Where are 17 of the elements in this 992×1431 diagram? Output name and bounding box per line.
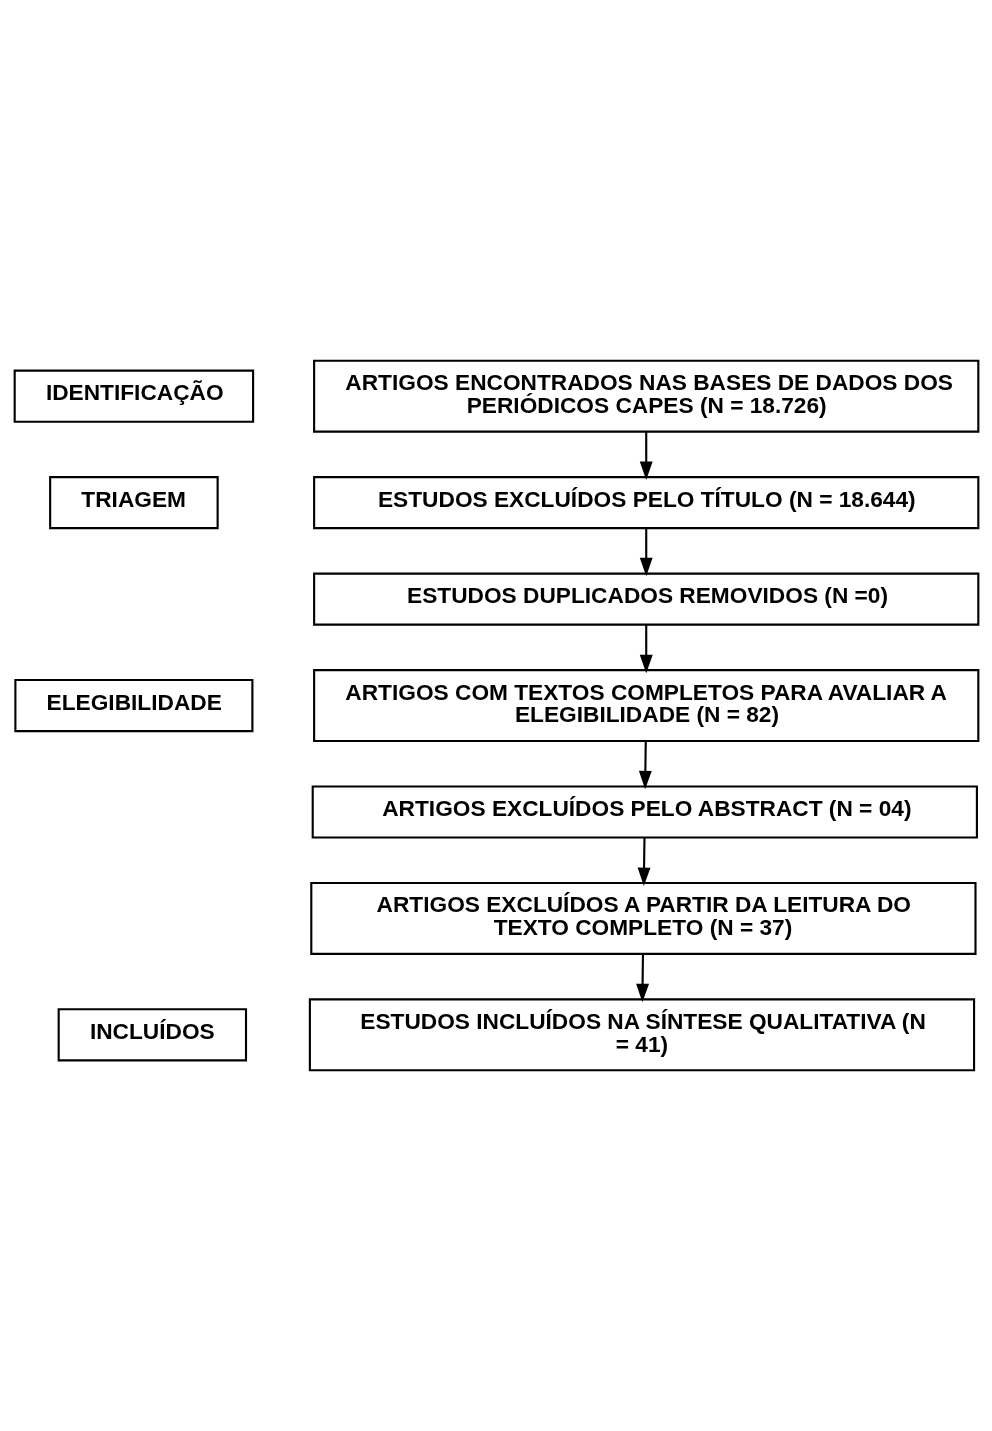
node-box: ESTUDOS INCLUÍDOS NA SÍNTESE QUALITATIVA (N = 41) [308, 998, 975, 1072]
arrow [639, 625, 653, 674]
node-box: ARTIGOS ENCONTRADOS NAS BASES DE DADOS DOS PERIÓDICOS CAPES (N = 18.726) [312, 359, 979, 433]
node-box: TRIAGEM [48, 476, 219, 530]
arrow [635, 953, 649, 1003]
node-box: ESTUDOS DUPLICADOS REMOVIDOS (N =0) [312, 572, 979, 626]
node-box: ARTIGOS EXCLUÍDOS PELO ABSTRACT (N = 04) [311, 785, 978, 839]
node-box: ARTIGOS COM TEXTOS COMPLETOS PARA AVALIAR A ELEGIBILIDADE (N = 82) [312, 669, 979, 743]
node-box: ARTIGOS EXCLUÍDOS A PARTIR DA LEITURA DO TEXTO COMPLETO (N = 37) [309, 881, 977, 955]
arrow [639, 528, 653, 577]
node-box: INCLUÍDOS [57, 1008, 247, 1062]
node-box: ESTUDOS EXCLUÍDOS PELO TÍTULO (N = 18.644) [312, 476, 979, 530]
arrow [638, 741, 652, 790]
arrow [639, 432, 653, 480]
arrow [637, 837, 651, 887]
node-box: IDENTIFICAÇÃO [13, 369, 254, 423]
node-box: ELEGIBILIDADE [13, 678, 253, 733]
